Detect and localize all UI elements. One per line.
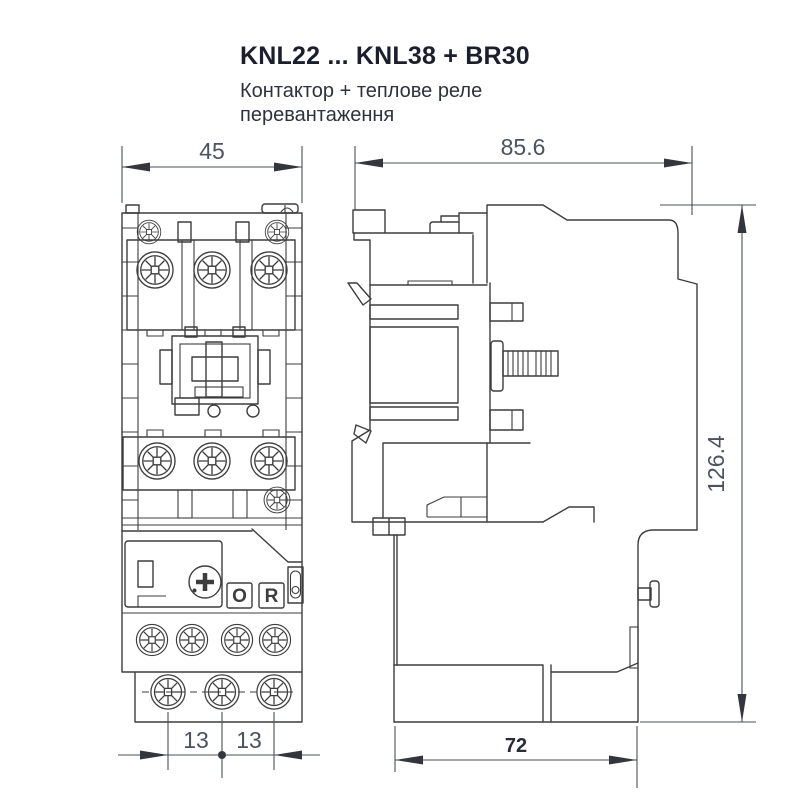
arrow-right-icon — [609, 755, 637, 765]
arrow-left-icon — [355, 158, 383, 168]
dimension-terminal-pitch: 13 13 — [118, 712, 320, 778]
arrow-left-icon — [122, 162, 150, 172]
arrow-left-icon — [395, 755, 423, 765]
drawing-header: KNL22 ... KNL38 + BR30 Контактор + тепло… — [240, 42, 620, 127]
front-view: 45 — [118, 138, 320, 778]
dim-label-relay-depth: 72 — [505, 735, 527, 757]
dim-label-overall-depth: 85.6 — [501, 134, 546, 160]
terminal-screw-icon — [136, 251, 174, 289]
arrow-right-icon — [274, 162, 302, 172]
lower-terminal-block — [122, 429, 303, 563]
relay-side-knob — [637, 580, 660, 608]
dimension-dot — [218, 751, 226, 759]
terminal-screw-icon — [250, 251, 288, 289]
contactor-front-body — [121, 203, 303, 723]
overload-relay-side — [393, 529, 698, 723]
subtitle-line-2: перевантаження — [240, 104, 395, 126]
dim-label-pitch-left: 13 — [183, 727, 209, 753]
reset-button-label: R — [265, 586, 279, 607]
arrow-up-icon — [737, 205, 747, 233]
dimension-overall-height: 126.4 — [640, 204, 756, 723]
arrow-right-icon — [140, 750, 168, 760]
relay-screw-icon — [220, 623, 254, 657]
dimension-front-width: 45 — [121, 138, 303, 203]
stop-button[interactable]: O — [226, 582, 253, 609]
aux-screw-icon — [263, 486, 291, 514]
bottom-screw-icon — [204, 674, 240, 710]
dimension-overall-depth: 85.6 — [354, 134, 693, 215]
dim-label-pitch-right: 13 — [236, 727, 262, 753]
contactor-side-body — [347, 204, 698, 536]
dim-label-front-width: 45 — [199, 138, 225, 164]
relay-screw-icon — [175, 623, 209, 657]
trip-indicator-window — [137, 560, 154, 588]
test-lever[interactable] — [287, 566, 304, 604]
terminal-screw-icon — [193, 251, 231, 289]
terminal-screw-icon — [138, 442, 176, 480]
dimension-relay-depth: 72 — [394, 726, 638, 788]
reset-button[interactable]: R — [258, 582, 285, 609]
arrow-down-icon — [737, 694, 747, 722]
arrow-right-icon — [664, 158, 692, 168]
terminal-screw-icon — [193, 442, 231, 480]
contact-carrier-mechanism — [159, 326, 271, 418]
page-title: KNL22 ... KNL38 + BR30 — [240, 42, 530, 70]
bottom-terminal-row — [142, 674, 298, 710]
page-subtitle: Контактор + теплове реле перевантаження — [240, 79, 620, 127]
stop-button-label: O — [232, 586, 247, 607]
overload-relay-front: O R — [121, 530, 304, 657]
terminal-screw-icon — [250, 442, 288, 480]
dim-label-overall-height: 126.4 — [703, 435, 729, 493]
side-view: 85.6 — [347, 134, 756, 788]
subtitle-line-1: Контактор + теплове реле — [240, 80, 483, 102]
arrow-left-icon — [274, 750, 302, 760]
current-adjust-dial[interactable] — [188, 565, 222, 599]
relay-screw-icon — [258, 623, 292, 657]
relay-screw-icon — [135, 623, 169, 657]
